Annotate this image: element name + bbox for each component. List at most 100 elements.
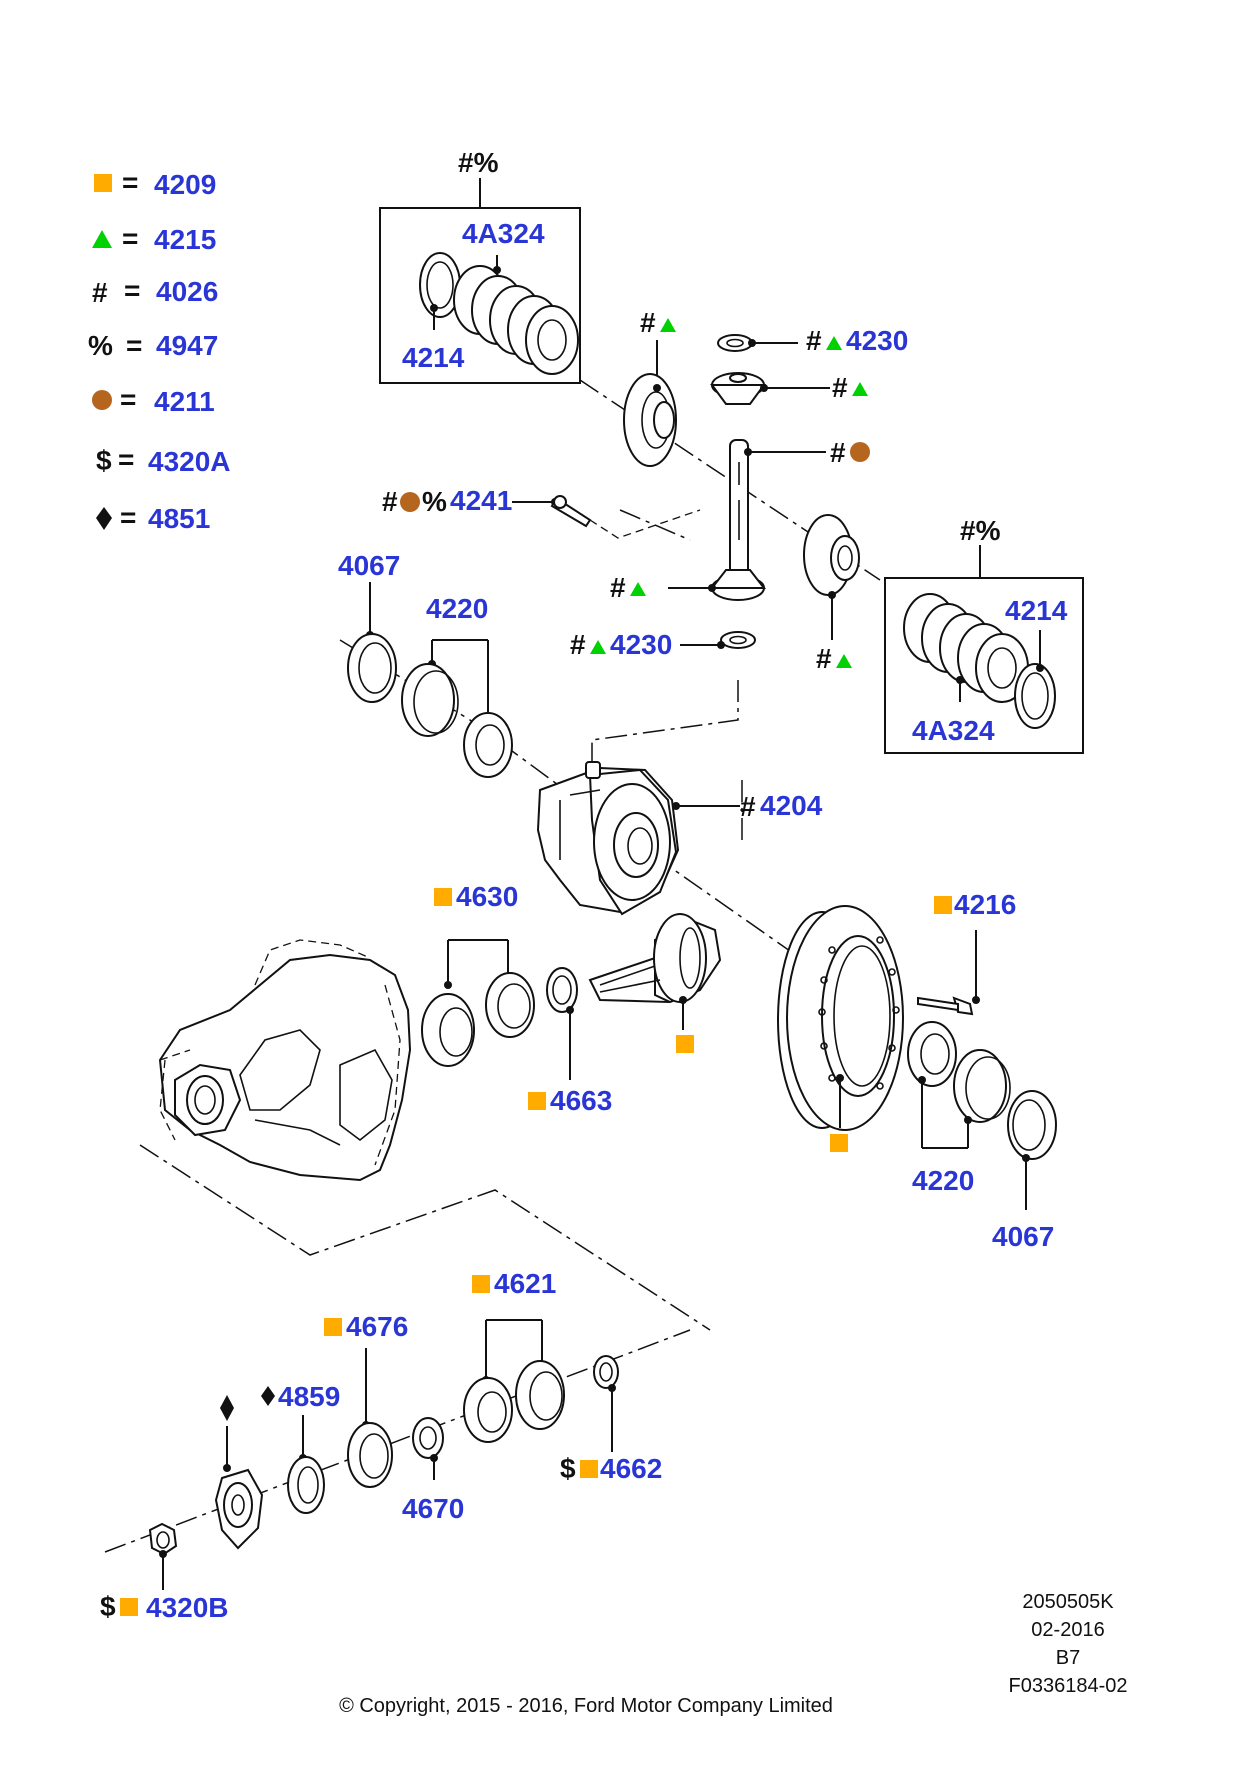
footer-code-3: B7 [1056,1647,1080,1669]
nut-4320b: $ 4320B [100,1522,229,1623]
footer-code-2: 02-2016 [1031,1619,1104,1641]
legend-value-4211: 4211 [154,386,215,417]
label-4676: 4676 [346,1311,408,1342]
ref-hash: # [832,372,848,403]
ref-square [472,1275,490,1293]
ref-hash: # [382,486,398,517]
spacer-4662: $ 4662 [560,1355,662,1484]
legend-eq: = [126,330,142,361]
clutch-pack-right: #% 4214 4A324 [884,515,1084,754]
lock-pin-4241: # % 4241 [382,485,701,539]
ref-triangle [590,640,606,654]
shim-4663: 4663 [528,967,612,1116]
label-4216: 4216 [954,889,1016,920]
legend: = 4209 = 4215 # = 4026 % = 4947 = 4211 $… [88,167,231,534]
label-4621: 4621 [494,1268,556,1299]
ref-circle [850,442,870,462]
ref-square [580,1460,598,1478]
ref-hash-pct-right: #% [960,515,1001,546]
bearing-cup-4630 [485,972,535,1038]
ref-hash: # [740,791,756,822]
bearing-cone-4630 [421,993,475,1067]
label-4067-right: 4067 [992,1221,1054,1252]
pinion-gear-bottom: # [610,569,767,603]
footer-code-4: F0336184-02 [1009,1675,1128,1697]
ref-diamond [220,1395,234,1421]
label-4067-left: 4067 [338,550,400,581]
pinion-gear-top: # [710,372,868,405]
differential-case: # 4204 [536,761,823,916]
ref-hash-pct-top: #% [458,147,499,178]
legend-eq: = [122,167,138,198]
ref-hash: # [640,307,656,338]
carrier-bearing-left: 4067 4220 [338,550,513,778]
ref-hash: # [570,629,586,660]
label-4204: 4204 [760,790,823,821]
ring-gear-bolt-holes [818,936,900,1090]
legend-value-4026: 4026 [156,276,218,307]
footer: 2050505K 02-2016 B7 F0336184-02 © Copyri… [339,1591,1127,1717]
clutch-pack-top: #% 4A324 4214 [379,147,581,384]
label-4230-bottom: 4230 [610,629,672,660]
ref-hash: # [610,572,626,603]
ref-diamond [261,1386,275,1406]
ref-square [676,1035,694,1053]
bearing-cone-left [463,712,513,778]
legend-value-4320a: 4320A [148,446,231,477]
ref-square [120,1598,138,1616]
legend-square-marker [94,174,112,192]
oil-seal-4676: 4676 [324,1311,408,1488]
ref-square [934,896,952,914]
ref-square [324,1318,342,1336]
legend-triangle-marker [92,230,112,248]
label-4859: 4859 [278,1381,340,1412]
legend-diamond-marker [96,507,112,530]
ref-hash: # [830,437,846,468]
label-4663: 4663 [550,1085,612,1116]
legend-eq: = [124,275,140,306]
companion-flange [214,1395,264,1550]
ref-dollar: $ [100,1591,116,1622]
legend-value-4215: 4215 [154,224,216,255]
clutch-box-top [379,207,581,384]
legend-eq: = [118,444,134,475]
oil-seal-4067-right [1007,1090,1057,1160]
copyright: © Copyright, 2015 - 2016, Ford Motor Com… [339,1695,833,1717]
label-4a324-top: 4A324 [462,218,545,249]
center-lines [104,379,881,1553]
legend-eq: = [120,502,136,533]
ref-triangle [826,336,842,350]
ring-gear [777,905,904,1152]
ref-triangle [630,582,646,596]
label-4220-bottom: 4220 [912,1165,974,1196]
side-gear-left: # [623,307,677,467]
ref-hash: # [806,325,822,356]
legend-circle-marker [92,390,112,410]
label-4662: 4662 [600,1453,662,1484]
label-4230-top: 4230 [846,325,908,356]
axle-housing [158,939,412,1182]
legend-eq: = [122,223,138,254]
thrust-washer-bottom: # 4230 [570,629,756,660]
ref-square [528,1092,546,1110]
oil-seal-4067-left [347,633,397,703]
thrust-washer-top: # 4230 [717,325,908,356]
side-gear-right: # [803,514,860,674]
drive-pinion [588,913,722,1053]
carrier-bearing-right: 4220 4067 [907,1021,1057,1252]
label-4214-top: 4214 [402,342,465,373]
ref-hash: # [816,643,832,674]
clutch-box-right [884,577,1084,754]
label-4320b: 4320B [146,1592,229,1623]
clutch-plates-right [903,593,1029,703]
ref-triangle [660,318,676,332]
deflector-4859: 4859 [261,1381,340,1514]
bearing-cup-left [401,663,455,737]
ref-circle [400,492,420,512]
washer-4670: 4670 [402,1417,464,1524]
legend-percent: % [88,330,113,361]
label-4670: 4670 [402,1493,464,1524]
ref-dollar: $ [560,1453,576,1484]
ref-square [434,888,452,906]
